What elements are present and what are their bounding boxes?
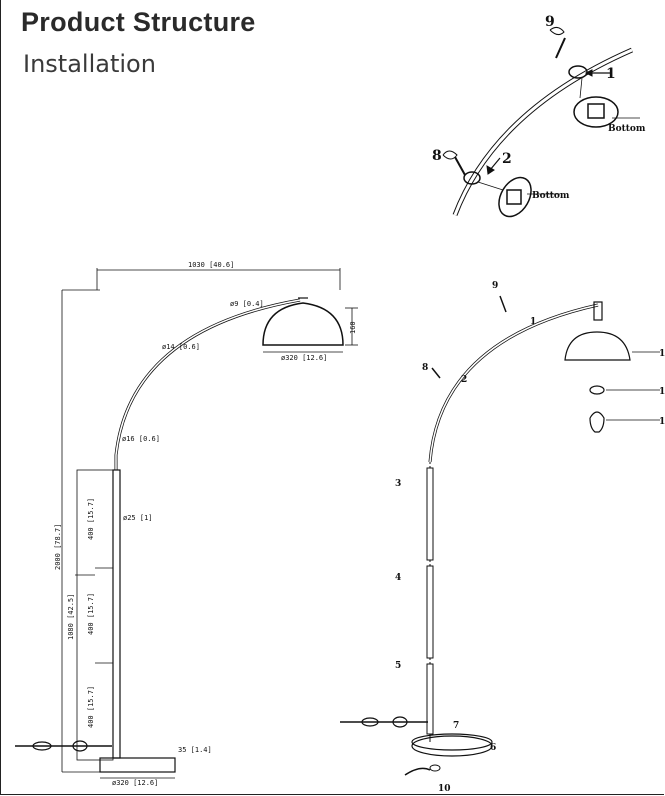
dim-width: 1030 [40.6] xyxy=(188,261,234,269)
dim-lower-arc: ø16 [0.6] xyxy=(122,435,160,443)
bottom-label-2: Bottom xyxy=(532,191,570,201)
exp-part-5: 5 xyxy=(395,661,401,671)
part-label-9: 9 xyxy=(545,14,555,30)
dim-base-dia: ø320 [12.6] xyxy=(112,779,158,787)
page-title: Product Structure xyxy=(21,7,256,37)
dim-mid-height: 1080 [42.5] xyxy=(67,594,75,640)
exp-part-7: 7 xyxy=(453,721,459,731)
dim-segment-bot: 400 [15.7] xyxy=(87,686,95,728)
exp-part-8: 8 xyxy=(422,363,428,373)
dim-segment-top: 400 [15.7] xyxy=(87,498,95,540)
dim-total-height: 2000 [78.7] xyxy=(54,524,62,570)
exp-part-4: 4 xyxy=(395,573,401,583)
exp-part-9: 9 xyxy=(492,281,498,291)
dim-shade-dia: ø320 [12.6] xyxy=(281,354,327,362)
exp-part-6: 6 xyxy=(490,743,496,753)
exp-part-ring: 1 xyxy=(659,387,665,397)
dim-segment-mid: 400 [15.7] xyxy=(87,593,95,635)
exp-part-bulb: 1 xyxy=(659,417,665,427)
part-label-2: 2 xyxy=(502,151,512,167)
exp-part-10: 10 xyxy=(438,784,451,794)
exploded-view xyxy=(340,295,660,776)
bottom-label: Bottom xyxy=(608,124,646,134)
arc-detail xyxy=(442,26,640,218)
exp-part-1: 1 xyxy=(530,317,536,327)
dim-shade-height: 160 xyxy=(349,321,357,334)
dim-base-h: 35 [1.4] xyxy=(178,746,212,754)
part-label-1: 1 xyxy=(606,66,616,82)
part-label-8: 8 xyxy=(432,148,442,164)
dim-upper-tube: ø14 [0.6] xyxy=(162,343,200,351)
exp-part-2: 2 xyxy=(461,375,467,385)
dimension-drawing xyxy=(15,268,358,779)
page-subtitle: Installation xyxy=(23,50,156,78)
dim-shade-neck: ø9 [0.4] xyxy=(230,300,264,308)
dim-pole: ø25 [1] xyxy=(123,514,153,522)
exp-part-3: 3 xyxy=(395,479,401,489)
exp-part-shade: 1 xyxy=(659,349,665,359)
